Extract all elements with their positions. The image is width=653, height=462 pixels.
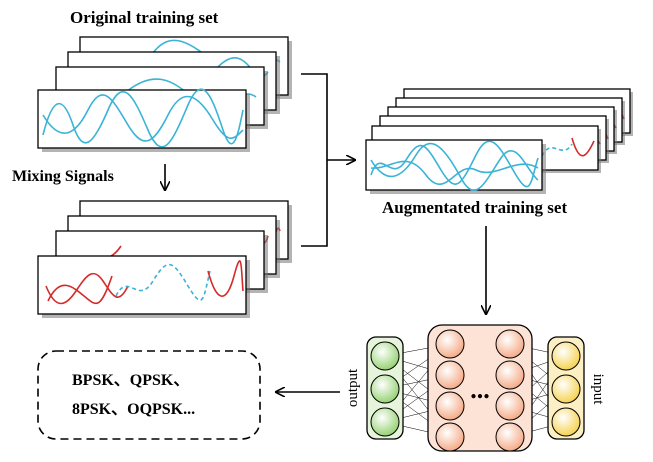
- augmented-front-signal-card: [365, 139, 546, 194]
- original-training-set-stack: [37, 36, 292, 152]
- input-node: [551, 374, 581, 404]
- hidden-node: [435, 329, 465, 359]
- original-training-set-label: Original training set: [70, 8, 219, 27]
- input-node: [551, 407, 581, 437]
- output-layer: [366, 336, 404, 440]
- hidden-node: [435, 391, 465, 421]
- classes-line-1: BPSK、QPSK、: [72, 372, 189, 389]
- output-layer-label: output: [345, 368, 361, 407]
- hidden-ellipsis: ...: [470, 375, 490, 404]
- hidden-node: [495, 360, 525, 390]
- mixed-signals-stack: [37, 200, 292, 318]
- input-layer-label: input: [590, 374, 606, 406]
- classes-line-2: 8PSK、OQPSK...: [72, 401, 195, 418]
- hidden-layers: ...: [427, 324, 533, 452]
- output-node: [370, 374, 400, 404]
- input-layer: [547, 336, 585, 440]
- output-node: [370, 341, 400, 371]
- original-front-signal-card: [37, 88, 250, 152]
- merge-bracket: [301, 73, 355, 247]
- modulation-classes-box: BPSK、QPSK、 8PSK、OQPSK...: [37, 350, 261, 440]
- output-node: [370, 407, 400, 437]
- input-node: [551, 341, 581, 371]
- augmented-training-set-stack: [365, 88, 633, 194]
- hidden-node: [495, 329, 525, 359]
- hidden-node: [495, 391, 525, 421]
- hidden-node: [435, 422, 465, 452]
- neural-network: ... output input: [345, 324, 606, 452]
- hidden-node: [495, 422, 525, 452]
- mixing-signals-label: Mixing Signals: [12, 168, 114, 185]
- augmented-training-set-label: Augmentated training set: [382, 198, 567, 217]
- hidden-node: [435, 360, 465, 390]
- mixed-front-signal-card: [37, 255, 250, 318]
